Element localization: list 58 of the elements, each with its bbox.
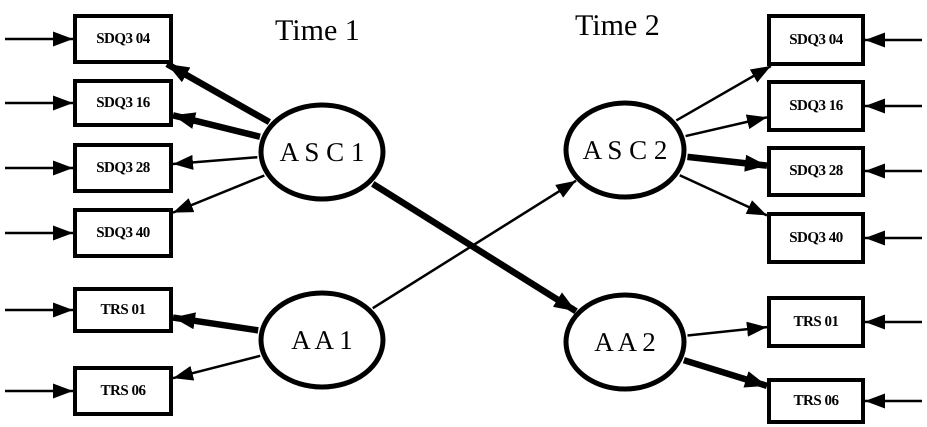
error-arrow — [5, 384, 73, 398]
node-label: SDQ3 16 — [789, 98, 843, 114]
latent-variable-ellipse — [258, 290, 386, 390]
node-label: A S C 1 — [280, 136, 364, 168]
indicator-box — [73, 208, 173, 258]
error-arrow — [5, 96, 73, 110]
error-arrow — [5, 302, 73, 318]
arrow — [165, 61, 271, 125]
node-label: SDQ3 40 — [96, 224, 150, 242]
time-heading: Time 2 — [575, 9, 660, 43]
node-label: SDQ3 04 — [789, 32, 843, 48]
arrow — [172, 154, 258, 170]
arrow — [685, 114, 768, 138]
arrow — [172, 112, 261, 140]
time-heading: Time 1 — [275, 14, 360, 48]
error-arrow — [865, 98, 922, 114]
node-label: TRS 01 — [100, 302, 146, 318]
error-arrow — [5, 226, 73, 240]
indicator-box — [767, 212, 865, 264]
node-label: SDQ3 40 — [789, 230, 843, 246]
error-arrow — [865, 164, 922, 178]
latent-variable-ellipse — [563, 100, 687, 200]
error-arrow — [865, 32, 922, 48]
node-label: A A 1 — [291, 324, 353, 356]
node-label: TRS 06 — [100, 382, 146, 400]
error-arrow — [5, 160, 73, 176]
arrow — [172, 354, 261, 380]
error-arrow — [865, 394, 922, 408]
indicator-box — [767, 296, 865, 348]
indicator-box — [767, 146, 865, 196]
indicator-box — [73, 287, 173, 333]
latent-variable-ellipse — [258, 102, 386, 202]
node-label: A S C 2 — [582, 134, 668, 166]
arrow — [676, 64, 772, 122]
indicator-box — [767, 80, 865, 132]
node-label: TRS 01 — [794, 314, 838, 330]
node-label: TRS 06 — [794, 392, 838, 410]
indicator-box — [73, 366, 173, 416]
indicator-box — [73, 143, 173, 193]
indicator-box — [73, 14, 173, 64]
arrow — [687, 154, 768, 172]
node-label: SDQ3 28 — [96, 160, 150, 176]
latent-variable-ellipse — [563, 292, 687, 392]
node-label: SDQ3 04 — [96, 30, 150, 48]
indicator-box — [767, 378, 865, 424]
arrow — [679, 174, 768, 217]
node-label: SDQ3 16 — [96, 94, 150, 112]
node-label: SDQ3 28 — [789, 162, 843, 180]
arrow — [682, 357, 768, 389]
arrow — [687, 322, 768, 337]
error-arrow — [5, 32, 73, 46]
error-arrow — [865, 230, 922, 246]
arrow — [172, 174, 265, 214]
indicator-box — [767, 14, 865, 66]
arrow — [172, 312, 259, 334]
error-arrow — [865, 314, 922, 330]
indicator-box — [73, 79, 173, 127]
node-label: A A 2 — [594, 326, 656, 358]
